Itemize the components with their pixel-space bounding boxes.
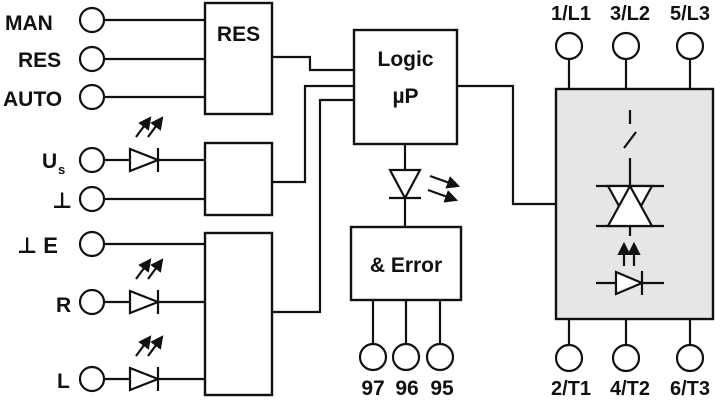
logic-power-wire [457, 84, 556, 206]
input-label-r: R [56, 294, 71, 317]
terminal-man [78, 6, 106, 34]
terminal-label-97: 97 [361, 377, 384, 400]
led-r-icon [128, 258, 164, 315]
triac-icon [596, 172, 664, 236]
terminal-label-4-t2: 4/T2 [610, 378, 650, 400]
terminal-6-t3 [675, 343, 705, 373]
terminal-5-l3 [675, 31, 705, 61]
terminal-label-5-l3: 5/L3 [670, 3, 710, 25]
terminal-label-6-t3: 6/T3 [670, 378, 710, 400]
terminal-us [78, 146, 106, 174]
output-block [203, 231, 274, 397]
input-label-ground: ⊥ [52, 188, 72, 213]
terminal-label-95: 95 [430, 377, 454, 400]
opto-diode-icon [596, 270, 664, 296]
top-terminal-wires [567, 59, 692, 89]
logic-block-sublabel: µP [392, 85, 418, 108]
res-block-label: RES [217, 23, 260, 46]
supply-block [203, 141, 274, 217]
logic-block-label: Logic [378, 48, 434, 71]
input-label-us: U [42, 150, 57, 173]
input-label-res: RES [18, 49, 61, 72]
terminal-3-l2 [611, 31, 641, 61]
terminal-auto [78, 83, 106, 111]
terminal-2-t1 [554, 343, 584, 373]
terminal-l [78, 365, 106, 393]
logic-block [352, 28, 459, 146]
terminal-ground-e [78, 230, 106, 258]
led-error-icon [388, 168, 461, 203]
input-label-man: MAN [5, 12, 53, 35]
terminal-label-3-l2: 3/L2 [610, 3, 650, 25]
input-label-l: L [57, 370, 70, 393]
logic-wires [272, 55, 354, 314]
error-block-label: & Error [370, 254, 442, 277]
terminal-4-t2 [611, 343, 641, 373]
led-us-icon [128, 116, 164, 173]
res-block [203, 1, 274, 116]
led-l-icon [128, 335, 164, 392]
terminal-96 [391, 342, 421, 372]
terminal-ground [78, 185, 106, 213]
terminal-95 [425, 342, 455, 372]
terminal-97 [358, 342, 388, 372]
terminal-label-1-l1: 1/L1 [551, 3, 591, 25]
terminal-r [78, 288, 106, 316]
terminal-1-l1 [554, 31, 584, 61]
optocoupler-arrows-icon [617, 241, 641, 266]
bottom-terminal-wires [567, 319, 692, 345]
terminal-label-96: 96 [395, 377, 418, 400]
relay-terminal-wires [371, 300, 442, 344]
terminal-res [78, 45, 106, 73]
input-terminals [78, 6, 106, 393]
terminal-label-2-t1: 2/T1 [551, 378, 591, 400]
input-wires [104, 18, 205, 381]
switch-icon [623, 110, 637, 172]
input-label-ground-e: ⊥ E [17, 233, 58, 258]
input-label-auto: AUTO [3, 88, 62, 111]
input-label-us-subscript: s [58, 162, 65, 177]
